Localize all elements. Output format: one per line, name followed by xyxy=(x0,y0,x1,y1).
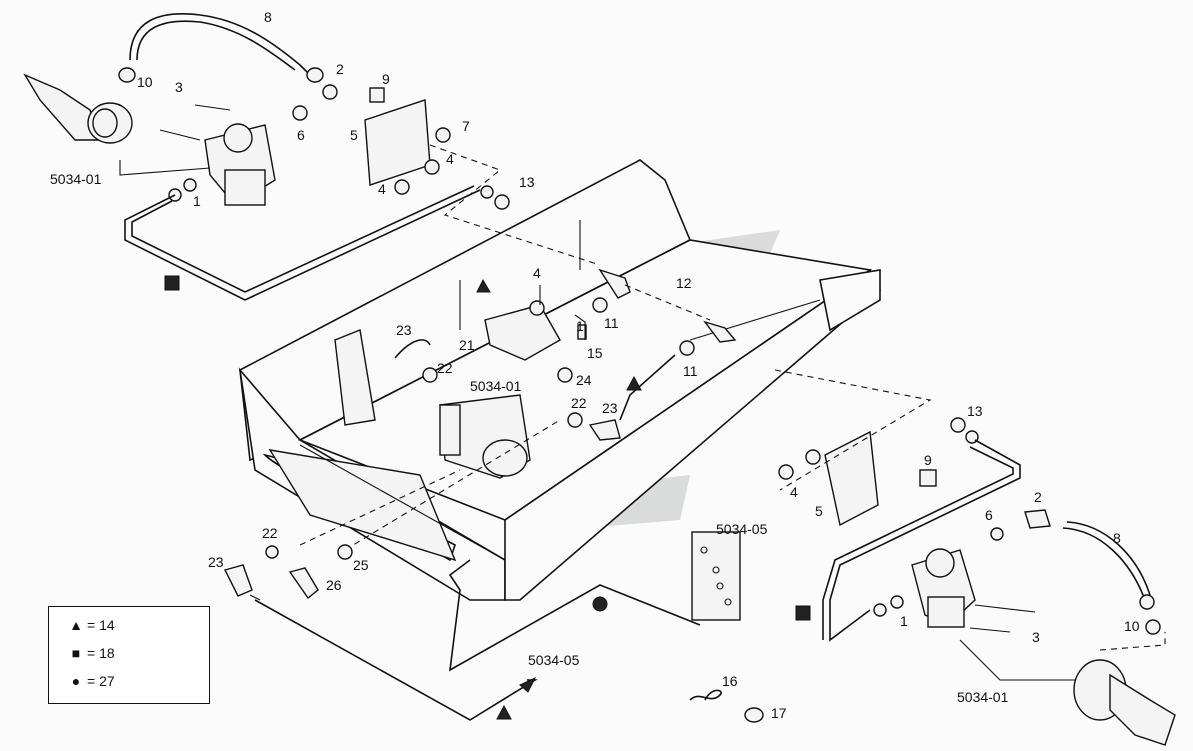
label-ref-right: 5034-01 xyxy=(957,689,1009,705)
label-6-right: 6 xyxy=(985,507,993,523)
label-26: 26 xyxy=(326,577,342,593)
circle-icon: ● xyxy=(71,673,81,689)
triangle-icon: ▲ xyxy=(69,617,83,633)
label-9-right: 9 xyxy=(924,452,932,468)
label-5-right: 5 xyxy=(815,503,823,519)
label-10-right: 10 xyxy=(1124,618,1140,634)
label-ref-bottom: 5034-05 xyxy=(528,652,580,668)
label-ref-top: 5034-01 xyxy=(50,171,102,187)
label-4-mid: 4 xyxy=(533,265,541,281)
label-22-a: 22 xyxy=(437,360,453,376)
label-12: 12 xyxy=(676,275,692,291)
label-16: 16 xyxy=(722,673,738,689)
label-3-top: 3 xyxy=(175,79,183,95)
label-8-right: 8 xyxy=(1113,530,1121,546)
label-10-top: 10 xyxy=(137,74,153,90)
label-6-top: 6 xyxy=(297,127,305,143)
label-7-top: 7 xyxy=(462,118,470,134)
label-11-a: 11 xyxy=(604,315,619,331)
label-9-top: 9 xyxy=(382,71,390,87)
label-2-right: 2 xyxy=(1034,489,1042,505)
label-3-right: 3 xyxy=(1032,629,1040,645)
label-1-right: 1 xyxy=(900,613,908,629)
middle-assembly xyxy=(299,268,737,551)
label-13-top: 13 xyxy=(519,174,535,190)
label-23-c: 23 xyxy=(208,554,224,570)
label-17: 17 xyxy=(771,705,787,721)
label-25: 25 xyxy=(353,557,369,573)
label-11-b: 11 xyxy=(683,363,698,379)
label-24: 24 xyxy=(576,372,592,388)
label-23-b: 23 xyxy=(602,400,618,416)
chassis-frame xyxy=(238,159,881,601)
label-2-top: 2 xyxy=(336,61,344,77)
legend-row-circle: ● = 27 xyxy=(69,673,115,689)
callout-labels: 8 10 2 3 6 9 5 7 4 4 13 1 5034-01 4 12 1… xyxy=(50,9,1140,721)
label-ref-plate: 5034-05 xyxy=(716,521,768,537)
label-23-a: 23 xyxy=(396,322,412,338)
label-4-top-b: 4 xyxy=(378,181,386,197)
label-5-top: 5 xyxy=(350,127,358,143)
legend-text-triangle: = 14 xyxy=(87,617,115,633)
top-left-assembly xyxy=(23,13,601,301)
label-ref-mid: 5034-01 xyxy=(470,378,522,394)
label-22-b: 22 xyxy=(571,395,587,411)
label-1-mid: 1 xyxy=(576,318,584,334)
legend-text-square: = 18 xyxy=(87,645,115,661)
label-1-top: 1 xyxy=(193,193,201,209)
label-22-c: 22 xyxy=(262,525,278,541)
square-icon: ■ xyxy=(71,645,81,661)
legend: ▲= 14 ■ = 18 ● = 27 xyxy=(48,606,210,704)
label-4-right: 4 xyxy=(790,484,798,500)
bottom-assembly xyxy=(223,531,764,723)
legend-row-triangle: ▲= 14 xyxy=(69,617,115,633)
legend-text-circle: = 27 xyxy=(87,673,115,689)
right-assembly xyxy=(774,369,1176,746)
label-15: 15 xyxy=(587,345,603,361)
label-13-right: 13 xyxy=(967,403,983,419)
label-4-top-a: 4 xyxy=(446,151,454,167)
legend-row-square: ■ = 18 xyxy=(69,645,115,661)
label-21: 21 xyxy=(459,337,475,353)
label-8-top: 8 xyxy=(264,9,272,25)
